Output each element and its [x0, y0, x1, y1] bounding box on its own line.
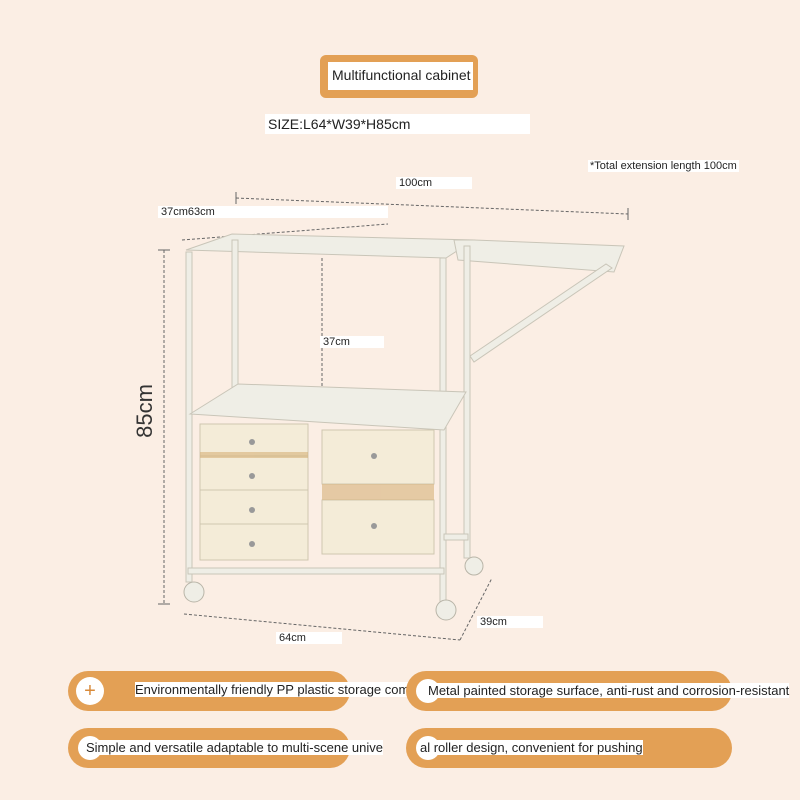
size-label: SIZE:L64*W39*H85cm [268, 116, 411, 132]
length-label: 64cm [276, 632, 342, 644]
caster-back-right [464, 556, 484, 576]
feature-text-3: Simple and versatile adaptable to multi-… [86, 740, 384, 755]
drawer-right-1 [321, 429, 435, 485]
top-depth-line [181, 223, 389, 241]
caster-front-left [183, 581, 205, 603]
height-label: 85cm [131, 384, 157, 438]
length-line [183, 613, 461, 641]
feature-text-4: al roller design, convenient for pushing [420, 740, 643, 755]
feature-text-2: Metal painted storage surface, anti-rust… [428, 683, 790, 698]
total-length-line [235, 197, 629, 215]
total-length-label: 100cm [396, 177, 472, 189]
feature-text-1: Environmentally friendly PP plastic stor… [135, 682, 424, 697]
front-left-post [185, 251, 193, 583]
front-right-post [439, 257, 447, 605]
title-box [328, 62, 473, 90]
page-title: Multifunctional cabinet [332, 67, 471, 83]
top-shelf [185, 233, 476, 259]
caster-front-right [435, 599, 457, 621]
middle-shelf [188, 383, 467, 431]
width-line [459, 577, 493, 641]
drawer-right-2 [321, 499, 435, 555]
top-depth-label: 37cm63cm [158, 206, 388, 218]
wing-strut [469, 263, 613, 363]
extension-note: *Total extension length 100cm [588, 160, 739, 172]
size-box [265, 114, 530, 134]
bottom-rail [187, 567, 445, 575]
plus-icon: + [76, 677, 104, 705]
back-right-post [463, 245, 471, 559]
width-label: 39cm [477, 616, 543, 628]
shelf-gap-label: 37cm [320, 336, 384, 348]
extension-wing [453, 239, 625, 273]
